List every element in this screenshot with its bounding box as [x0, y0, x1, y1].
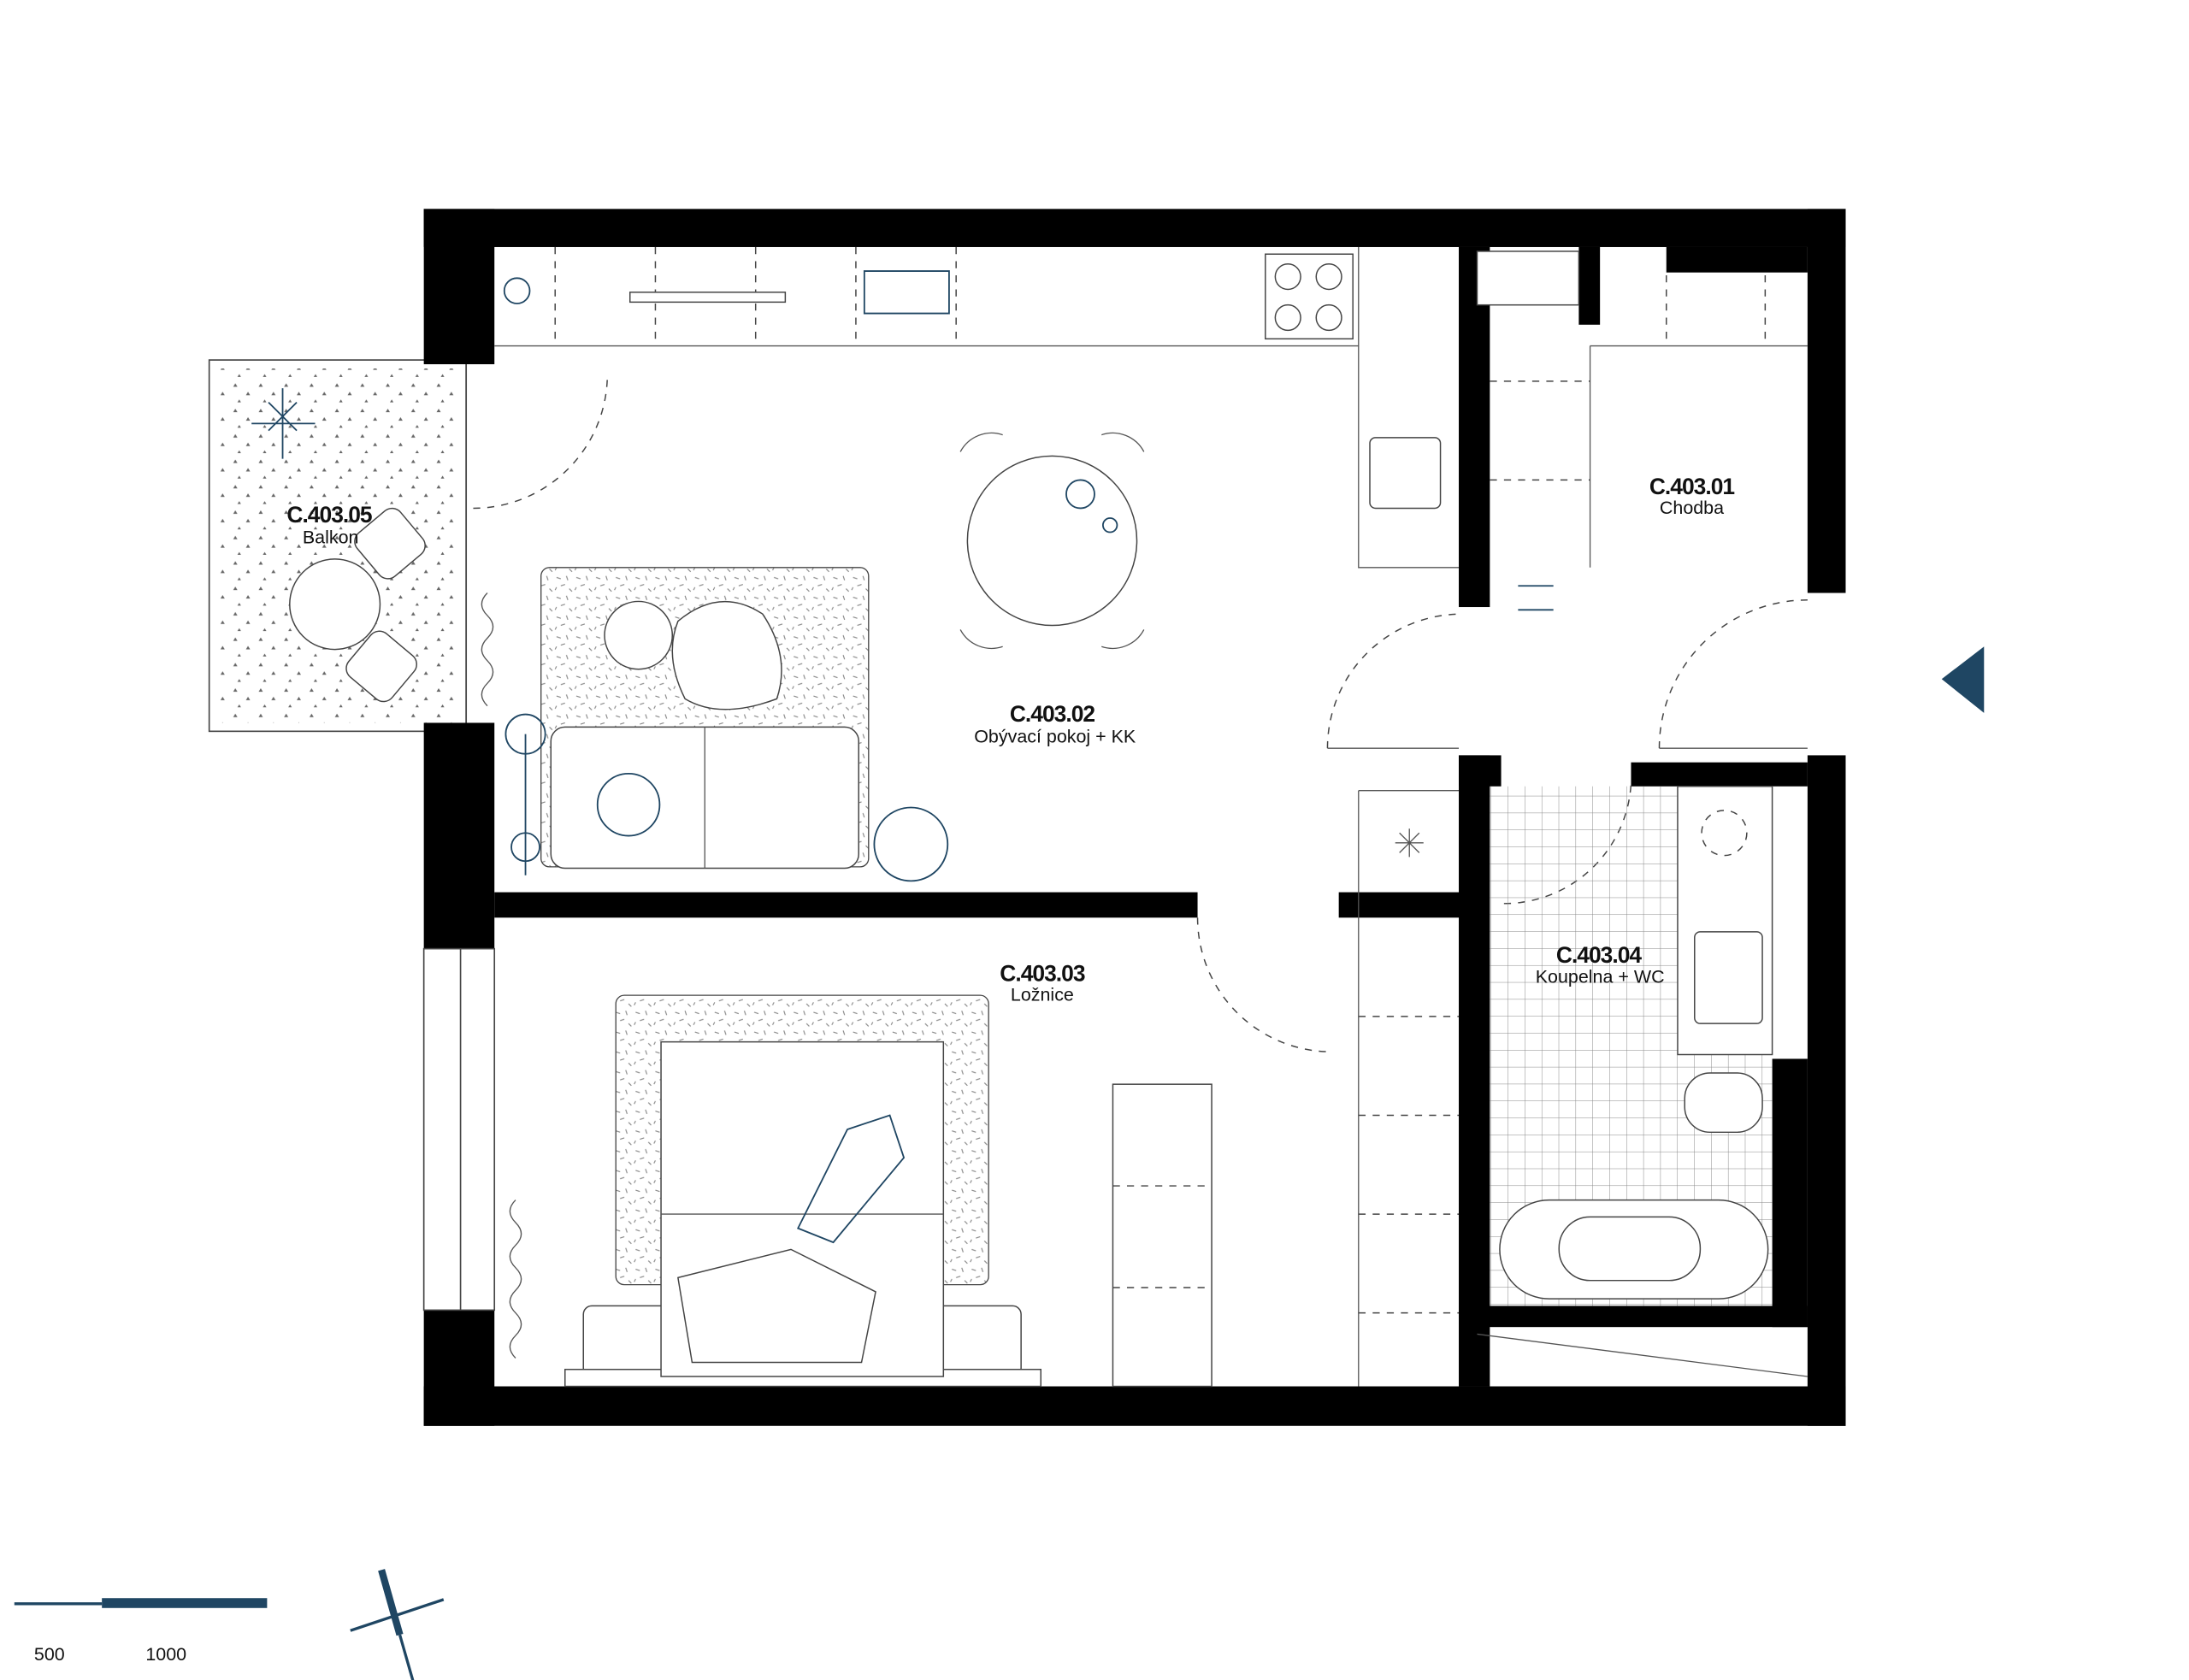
- room-name: Obývací pokoj + KK: [974, 727, 1136, 747]
- room-name: Koupelna + WC: [1536, 966, 1665, 987]
- living-area: [481, 567, 949, 882]
- walls: [422, 209, 1846, 1426]
- scale-bar: 500 1000: [14, 1598, 268, 1665]
- room-label-bathroom: C.403.04 Koupelna + WC: [1536, 942, 1665, 987]
- room-code: C.403.04: [1556, 942, 1643, 968]
- room-code: C.403.05: [286, 502, 372, 528]
- north-arrow-icon: [350, 1569, 445, 1680]
- doors: [473, 374, 1808, 1052]
- room-label-chodba: C.403.01 Chodba: [1649, 474, 1736, 518]
- balcony: [208, 359, 468, 733]
- room-label-living: C.403.02 Obývací pokoj + KK: [974, 701, 1136, 747]
- room-label-bedroom: C.403.03 Ložnice: [1000, 961, 1086, 1005]
- room-code: C.403.03: [1000, 961, 1085, 987]
- bathroom: [1490, 786, 1773, 1306]
- kitchen-counter: [494, 246, 1460, 569]
- room-label-balcony: C.403.05 Balkon: [286, 502, 373, 548]
- room-name: Ložnice: [1011, 985, 1074, 1005]
- hallway: [1358, 251, 1808, 1387]
- room-name: Balkon: [303, 528, 359, 548]
- scale-label-1000: 1000: [145, 1644, 186, 1665]
- entrance-arrow-icon: [1941, 646, 1985, 713]
- bedroom: [509, 994, 1213, 1388]
- dining-table: [959, 432, 1145, 649]
- room-code: C.403.02: [1010, 701, 1095, 727]
- scale-label-500: 500: [34, 1644, 65, 1665]
- room-name: Chodba: [1660, 498, 1724, 518]
- room-code: C.403.01: [1649, 474, 1735, 499]
